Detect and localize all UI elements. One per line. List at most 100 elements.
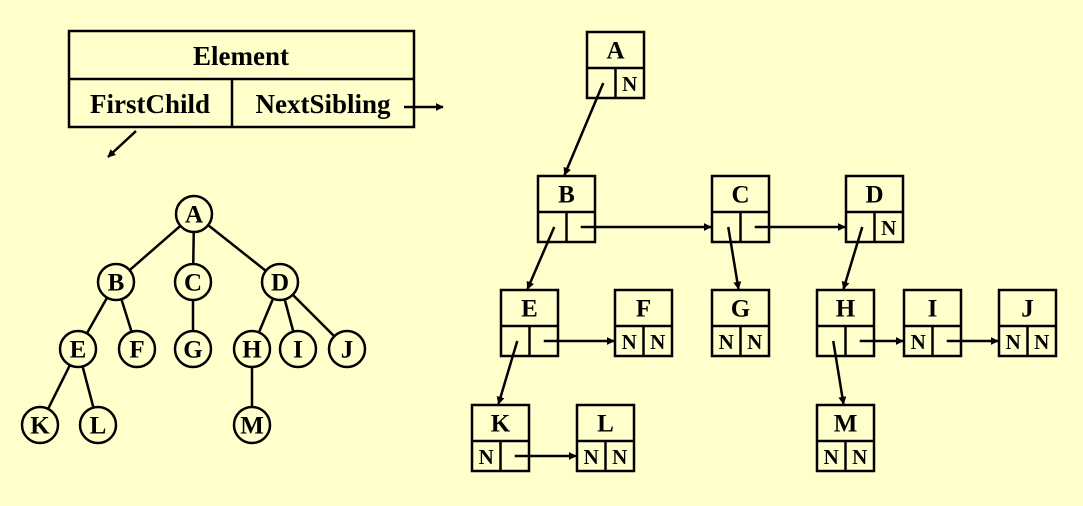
tree-edge-D-I	[283, 299, 295, 332]
tree-node-H: H	[232, 329, 272, 369]
tree-edges	[46, 224, 336, 410]
tree-node-circle	[260, 262, 300, 302]
tree-edge-B-F	[120, 298, 133, 333]
rep-node-label: F	[636, 296, 651, 323]
tree-node-circle	[96, 262, 136, 302]
rep-node-label: G	[731, 296, 750, 323]
rep-node-label: K	[491, 411, 511, 438]
rep-node-E: E	[499, 288, 560, 358]
rep-node-I: IN	[902, 288, 963, 358]
rep-first-child-null: N	[622, 330, 637, 354]
tree-node-label: A	[185, 202, 203, 229]
rep-next-sibling-null: N	[650, 330, 665, 354]
tree-node-B: B	[96, 262, 136, 302]
rep-node-H: H	[815, 288, 876, 358]
tree-node-L: L	[78, 405, 118, 445]
tree-node-circle	[278, 329, 318, 369]
tree-node-label: F	[129, 337, 144, 364]
rep-first-child-null: N	[911, 330, 926, 354]
rep-node-label: A	[606, 38, 624, 65]
tree-node-K: K	[20, 405, 60, 445]
tree-nodes: A B C D E F G H I J K L M	[20, 194, 367, 445]
legend-title: Element	[193, 41, 289, 71]
tree-node-circle	[232, 405, 272, 445]
rep-node-B: B	[536, 174, 597, 244]
rep-node-A: AN	[585, 30, 646, 100]
tree-edge-B-E	[85, 297, 109, 334]
rep-node-label: J	[1021, 296, 1034, 323]
rep-node-label: I	[928, 296, 938, 323]
rep-node-label: H	[836, 296, 856, 323]
tree-edge-E-K	[46, 364, 72, 410]
tree-node-circle	[117, 329, 157, 369]
rep-node-label: L	[597, 411, 614, 438]
rep-first-child-arrow-B-E	[526, 226, 556, 290]
tree-node-circle	[174, 194, 214, 234]
tree-node-label: B	[108, 270, 125, 297]
tree-node-label: K	[30, 413, 50, 440]
rep-first-child-arrow-D-H	[841, 226, 864, 290]
tree-node-A: A	[174, 194, 214, 234]
rep-next-sibling-null: N	[1034, 330, 1049, 354]
tree-node-D: D	[260, 262, 300, 302]
rep-first-child-null: N	[719, 330, 734, 354]
tree-node-circle	[58, 329, 98, 369]
rep-first-child-arrow-E-K	[496, 340, 519, 405]
tree-node-label: D	[271, 270, 289, 297]
rep-next-sibling-null: N	[852, 445, 867, 469]
tree-node-circle	[327, 329, 367, 369]
tree-node-label: H	[242, 337, 262, 364]
rep-next-sibling-null: N	[622, 72, 637, 96]
tree-node-label: M	[240, 413, 264, 440]
rep-next-sibling-null: N	[612, 445, 627, 469]
tree-node-label: G	[183, 337, 202, 364]
rep-first-child-null: N	[1006, 330, 1021, 354]
tree-node-E: E	[58, 329, 98, 369]
tree-node-circle	[232, 329, 272, 369]
legend-first-child-label: FirstChild	[90, 89, 210, 119]
legend-first-child-arrow	[107, 130, 137, 158]
rep-node-label: E	[521, 296, 538, 323]
legend: Element FirstChild NextSibling	[67, 29, 444, 158]
rep-node-label: C	[731, 182, 749, 209]
tree-edge-D-J	[291, 293, 336, 338]
rep-first-child-null: N	[479, 445, 494, 469]
tree-node-label: J	[341, 337, 354, 364]
rep-node-label: D	[865, 182, 883, 209]
tree-edge-A-B	[128, 224, 182, 272]
rep-node-label: M	[834, 411, 858, 438]
rep-node-C: C	[710, 174, 771, 244]
rep-next-sibling-null: N	[881, 216, 896, 240]
rep-first-child-null: N	[824, 445, 839, 469]
rep-first-child-null: N	[584, 445, 599, 469]
tree-node-circle	[173, 262, 213, 302]
rep-node-label: B	[558, 182, 575, 209]
tree-node-J: J	[327, 329, 367, 369]
representation-arrows	[496, 82, 999, 460]
tree-node-circle	[20, 405, 60, 445]
tree-node-circle	[173, 329, 213, 369]
rep-node-D: DN	[844, 174, 905, 244]
tree-node-I: I	[278, 329, 318, 369]
tree-edge-E-L	[81, 366, 95, 408]
tree-node-label: L	[90, 413, 107, 440]
rep-next-sibling-null: N	[747, 330, 762, 354]
legend-next-sibling-label: NextSibling	[255, 89, 391, 119]
rep-first-child-arrow-H-M	[832, 340, 847, 405]
tree-node-label: E	[70, 337, 87, 364]
tree-node-label: I	[293, 337, 303, 364]
tree-edge-D-H	[257, 298, 275, 333]
tree-node-F: F	[117, 329, 157, 369]
tree-node-C: C	[173, 262, 213, 302]
tree-node-M: M	[232, 405, 272, 445]
tree-node-G: G	[173, 329, 213, 369]
rep-node-K: KN	[470, 403, 531, 473]
